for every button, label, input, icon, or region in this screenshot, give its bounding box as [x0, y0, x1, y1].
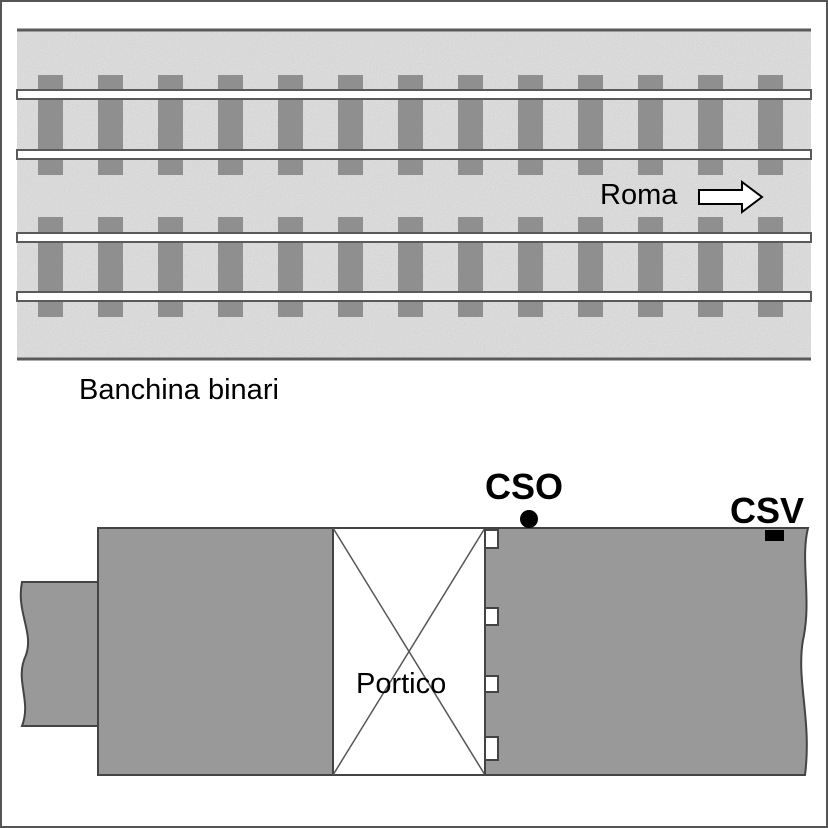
left-corridor — [19, 581, 100, 727]
arrow-right-outline-icon — [698, 180, 764, 214]
platform-label: Banchina binari — [79, 374, 279, 406]
cso-marker: CSO — [485, 466, 563, 528]
cso-label: CSO — [485, 466, 563, 507]
portico-diagonal — [332, 527, 486, 776]
filled-rectangle-icon — [765, 530, 784, 541]
filled-circle-icon — [520, 510, 538, 528]
rail — [16, 149, 812, 160]
portico: Portico — [332, 527, 486, 776]
track-2 — [16, 232, 812, 302]
direction-label: Roma — [600, 179, 678, 211]
left-building — [97, 527, 334, 776]
direction-indicator: Roma — [600, 179, 764, 214]
track-rails — [16, 89, 812, 302]
rail — [16, 232, 812, 243]
station-building — [484, 527, 810, 776]
rail — [16, 89, 812, 100]
portico-label: Portico — [356, 668, 446, 700]
track-1 — [16, 89, 812, 160]
rail — [16, 291, 812, 302]
csv-label: CSV — [730, 490, 804, 531]
csv-marker: CSV — [730, 490, 804, 541]
